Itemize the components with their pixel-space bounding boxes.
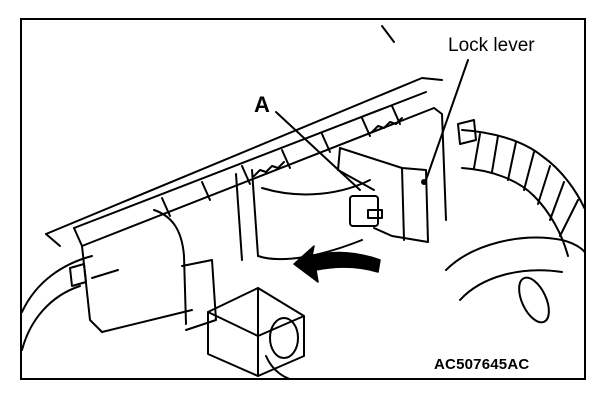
terminal-block: [207, 287, 305, 378]
connector-illustration: [22, 25, 584, 378]
figure-code: AC507645AC: [434, 356, 530, 373]
center-bracket: [153, 169, 371, 331]
right-round-part: [445, 236, 584, 324]
rotation-arrow: [293, 245, 381, 283]
leader-line-a: [275, 111, 361, 191]
wire-harness: [461, 129, 584, 257]
point-a-label: A: [254, 92, 270, 117]
leader-line-lock: [425, 59, 469, 181]
lock-lever-part: [337, 147, 429, 243]
lock-lever-label: Lock lever: [448, 35, 535, 56]
connector-housing: [69, 91, 477, 333]
dashboard-panel: [45, 25, 443, 247]
figure-frame: Lock lever A AC507645AC: [20, 18, 586, 380]
left-hub: [22, 255, 93, 351]
